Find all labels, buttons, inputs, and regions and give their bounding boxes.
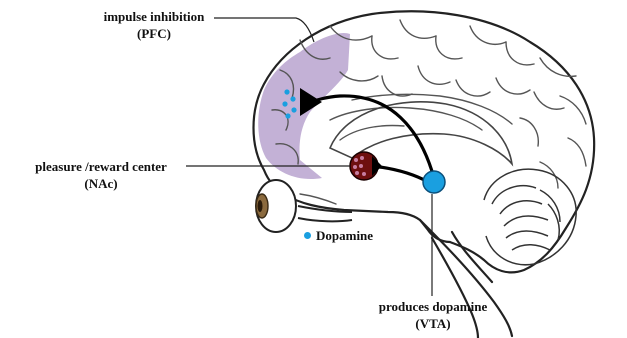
legend-label: Dopamine [316,228,373,243]
mesolimbic-pathway [372,166,428,182]
cerebellum [484,169,576,265]
nac [350,152,382,180]
nac-dopamine-dot [355,171,359,175]
pfc-leader [214,18,314,42]
dopamine-dot [291,107,296,112]
vta-body [423,171,445,193]
dopamine-legend-dot [304,232,311,239]
pfc-label-name: impulse inhibition [92,8,216,25]
dopamine-dot [290,96,295,101]
nac-label: pleasure /reward center (NAc) [14,158,188,192]
dopamine-dot [282,101,287,106]
legend: Dopamine [304,228,373,244]
dopamine-dot [285,113,290,118]
eye [256,180,352,232]
vta-label-abbrev: (VTA) [372,315,494,332]
pfc-label: impulse inhibition (PFC) [92,8,216,42]
nac-dopamine-dot [360,156,364,160]
nac-dopamine-dot [362,172,366,176]
dopamine-dot [284,89,289,94]
nac-label-abbrev: (NAc) [14,175,188,192]
nac-dopamine-dot [353,165,357,169]
optic-nerve-lower [298,218,352,221]
vta-label-name: produces dopamine [372,298,494,315]
eye-pupil [258,200,263,212]
nac-dopamine-dot [359,164,363,168]
vta-label: produces dopamine (VTA) [372,298,494,332]
nac-neuron-triangle [372,156,382,176]
nac-dopamine-dot [354,158,358,162]
nac-label-name: pleasure /reward center [14,158,188,175]
pfc-label-abbrev: (PFC) [92,25,216,42]
